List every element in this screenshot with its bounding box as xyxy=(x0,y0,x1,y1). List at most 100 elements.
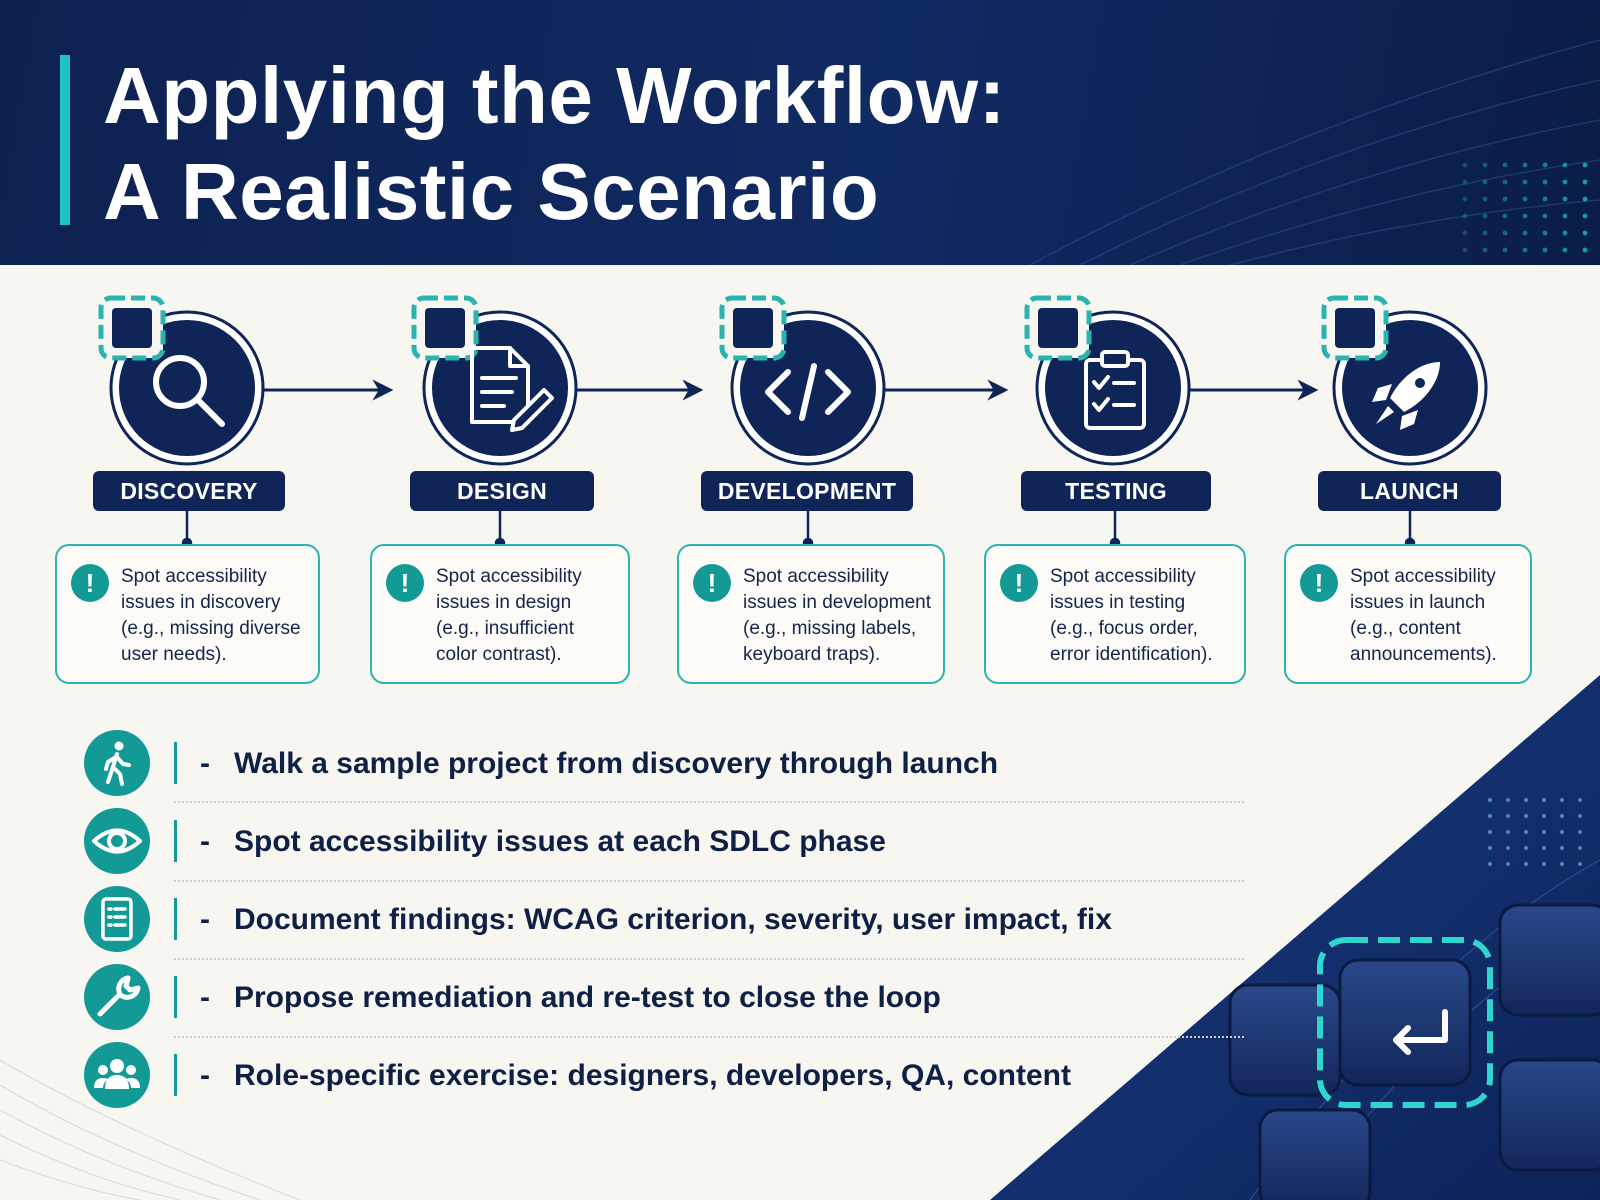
title-line-1: Applying the Workflow: xyxy=(103,51,1006,140)
decorative-dot xyxy=(1562,213,1568,219)
decorative-dot xyxy=(1542,798,1546,802)
decorative-dot xyxy=(1560,814,1564,818)
decorative-dot xyxy=(1582,162,1588,168)
bullet-text: Spot accessibility issues at each SDLC p… xyxy=(234,825,886,858)
walking-person-icon xyxy=(84,730,150,796)
decorative-dot xyxy=(1482,230,1488,236)
decorative-dot xyxy=(1506,814,1510,818)
document-pencil-icon xyxy=(470,346,554,432)
issue-text: Spot accessibility issues in testing (e.… xyxy=(1050,566,1213,665)
phase-node-development xyxy=(719,295,886,466)
decorative-dot xyxy=(1462,162,1468,168)
issue-box-discovery: ! Spot accessibility issues in discovery… xyxy=(55,544,320,684)
header-decoration xyxy=(1029,39,1600,265)
decorative-dot xyxy=(1522,179,1528,185)
decorative-dot xyxy=(1578,830,1582,834)
decorative-dot xyxy=(1502,247,1508,253)
decorative-dot xyxy=(1562,179,1568,185)
decorative-dot xyxy=(1562,196,1568,202)
magnifier-icon xyxy=(153,355,225,427)
decorative-dot xyxy=(1488,862,1492,866)
title-accent-bar xyxy=(60,55,70,225)
phase-label-discovery: DISCOVERY xyxy=(93,471,285,511)
decorative-dot xyxy=(1524,798,1528,802)
bullet-separator xyxy=(174,958,1244,960)
decorative-dot xyxy=(1462,179,1468,185)
decorative-dot xyxy=(1578,814,1582,818)
decorative-dot xyxy=(1562,230,1568,236)
decorative-dot xyxy=(1506,830,1510,834)
decorative-dot xyxy=(1582,230,1588,236)
decorative-dot xyxy=(1482,179,1488,185)
decorative-dot xyxy=(1462,196,1468,202)
header-banner: Applying the Workflow: A Realistic Scena… xyxy=(0,0,1600,265)
decorative-dot xyxy=(1542,830,1546,834)
decorative-dot xyxy=(1522,230,1528,236)
issue-box-development: ! Spot accessibility issues in developme… xyxy=(677,544,945,684)
decorative-dot xyxy=(1502,230,1508,236)
decorative-dot xyxy=(1524,814,1528,818)
bullet-bar xyxy=(174,820,177,862)
title-line-2: A Realistic Scenario xyxy=(103,147,880,236)
rocket-icon xyxy=(1372,362,1440,430)
alert-icon: ! xyxy=(693,564,731,602)
issue-text: Spot accessibility issues in discovery (… xyxy=(121,566,301,665)
bullet-text: Role-specific exercise: designers, devel… xyxy=(234,1059,1071,1092)
wrench-icon xyxy=(84,964,150,1030)
decorative-dot xyxy=(1506,798,1510,802)
decorative-dot xyxy=(1502,213,1508,219)
decorative-dot xyxy=(1488,814,1492,818)
decorative-dot xyxy=(1582,179,1588,185)
decorative-dot xyxy=(1462,230,1468,236)
decorative-dot xyxy=(1522,196,1528,202)
workflow-diagram xyxy=(98,295,1488,549)
decorative-dot xyxy=(1488,830,1492,834)
decorative-dot xyxy=(1482,213,1488,219)
issue-text: Spot accessibility issues in design (e.g… xyxy=(436,566,582,665)
bullet-bar xyxy=(174,976,177,1018)
bullet-dash: - xyxy=(200,825,210,858)
decorative-dot xyxy=(1502,196,1508,202)
decorative-dot xyxy=(1578,798,1582,802)
bullet-text: Walk a sample project from discovery thr… xyxy=(234,747,999,780)
phase-label-launch: LAUNCH xyxy=(1318,471,1501,511)
code-icon xyxy=(765,363,851,421)
decorative-dot xyxy=(1542,230,1548,236)
decorative-dot xyxy=(1482,162,1488,168)
keyboard-illustration xyxy=(1228,903,1600,1200)
decorative-dot xyxy=(1562,162,1568,168)
decorative-dot xyxy=(1506,862,1510,866)
decorative-dot xyxy=(1562,247,1568,253)
decorative-dot xyxy=(1560,830,1564,834)
decorative-dot xyxy=(1560,846,1564,850)
bullet-bar xyxy=(174,898,177,940)
decorative-dot xyxy=(1462,247,1468,253)
decorative-dot xyxy=(1488,846,1492,850)
bullet-separator xyxy=(174,1036,1244,1038)
issue-box-launch: ! Spot accessibility issues in launch (e… xyxy=(1284,544,1532,684)
bullet-bar xyxy=(174,1054,177,1096)
bullet-bar xyxy=(174,742,177,784)
decorative-dot xyxy=(1462,213,1468,219)
alert-icon: ! xyxy=(1000,564,1038,602)
decorative-dot xyxy=(1542,247,1548,253)
decorative-dot xyxy=(1560,798,1564,802)
phase-node-design xyxy=(411,295,578,466)
bullet-text: Propose remediation and re-test to close… xyxy=(234,981,941,1014)
people-group-icon xyxy=(84,1042,150,1108)
decorative-dot xyxy=(1524,862,1528,866)
decorative-dot xyxy=(1524,846,1528,850)
phase-node-testing xyxy=(1024,295,1191,466)
decorative-dot xyxy=(1582,213,1588,219)
issue-text: Spot accessibility issues in launch (e.g… xyxy=(1350,566,1497,665)
alert-icon: ! xyxy=(1300,564,1338,602)
bullet-dash: - xyxy=(200,981,210,1014)
phase-node-launch xyxy=(1321,295,1488,466)
bullet-dash: - xyxy=(200,1059,210,1092)
enter-key-icon xyxy=(1393,1009,1448,1055)
decorative-dot xyxy=(1582,247,1588,253)
decorative-dot xyxy=(1502,162,1508,168)
page-title: Applying the Workflow: A Realistic Scena… xyxy=(103,48,1006,240)
decorative-dot xyxy=(1542,814,1546,818)
